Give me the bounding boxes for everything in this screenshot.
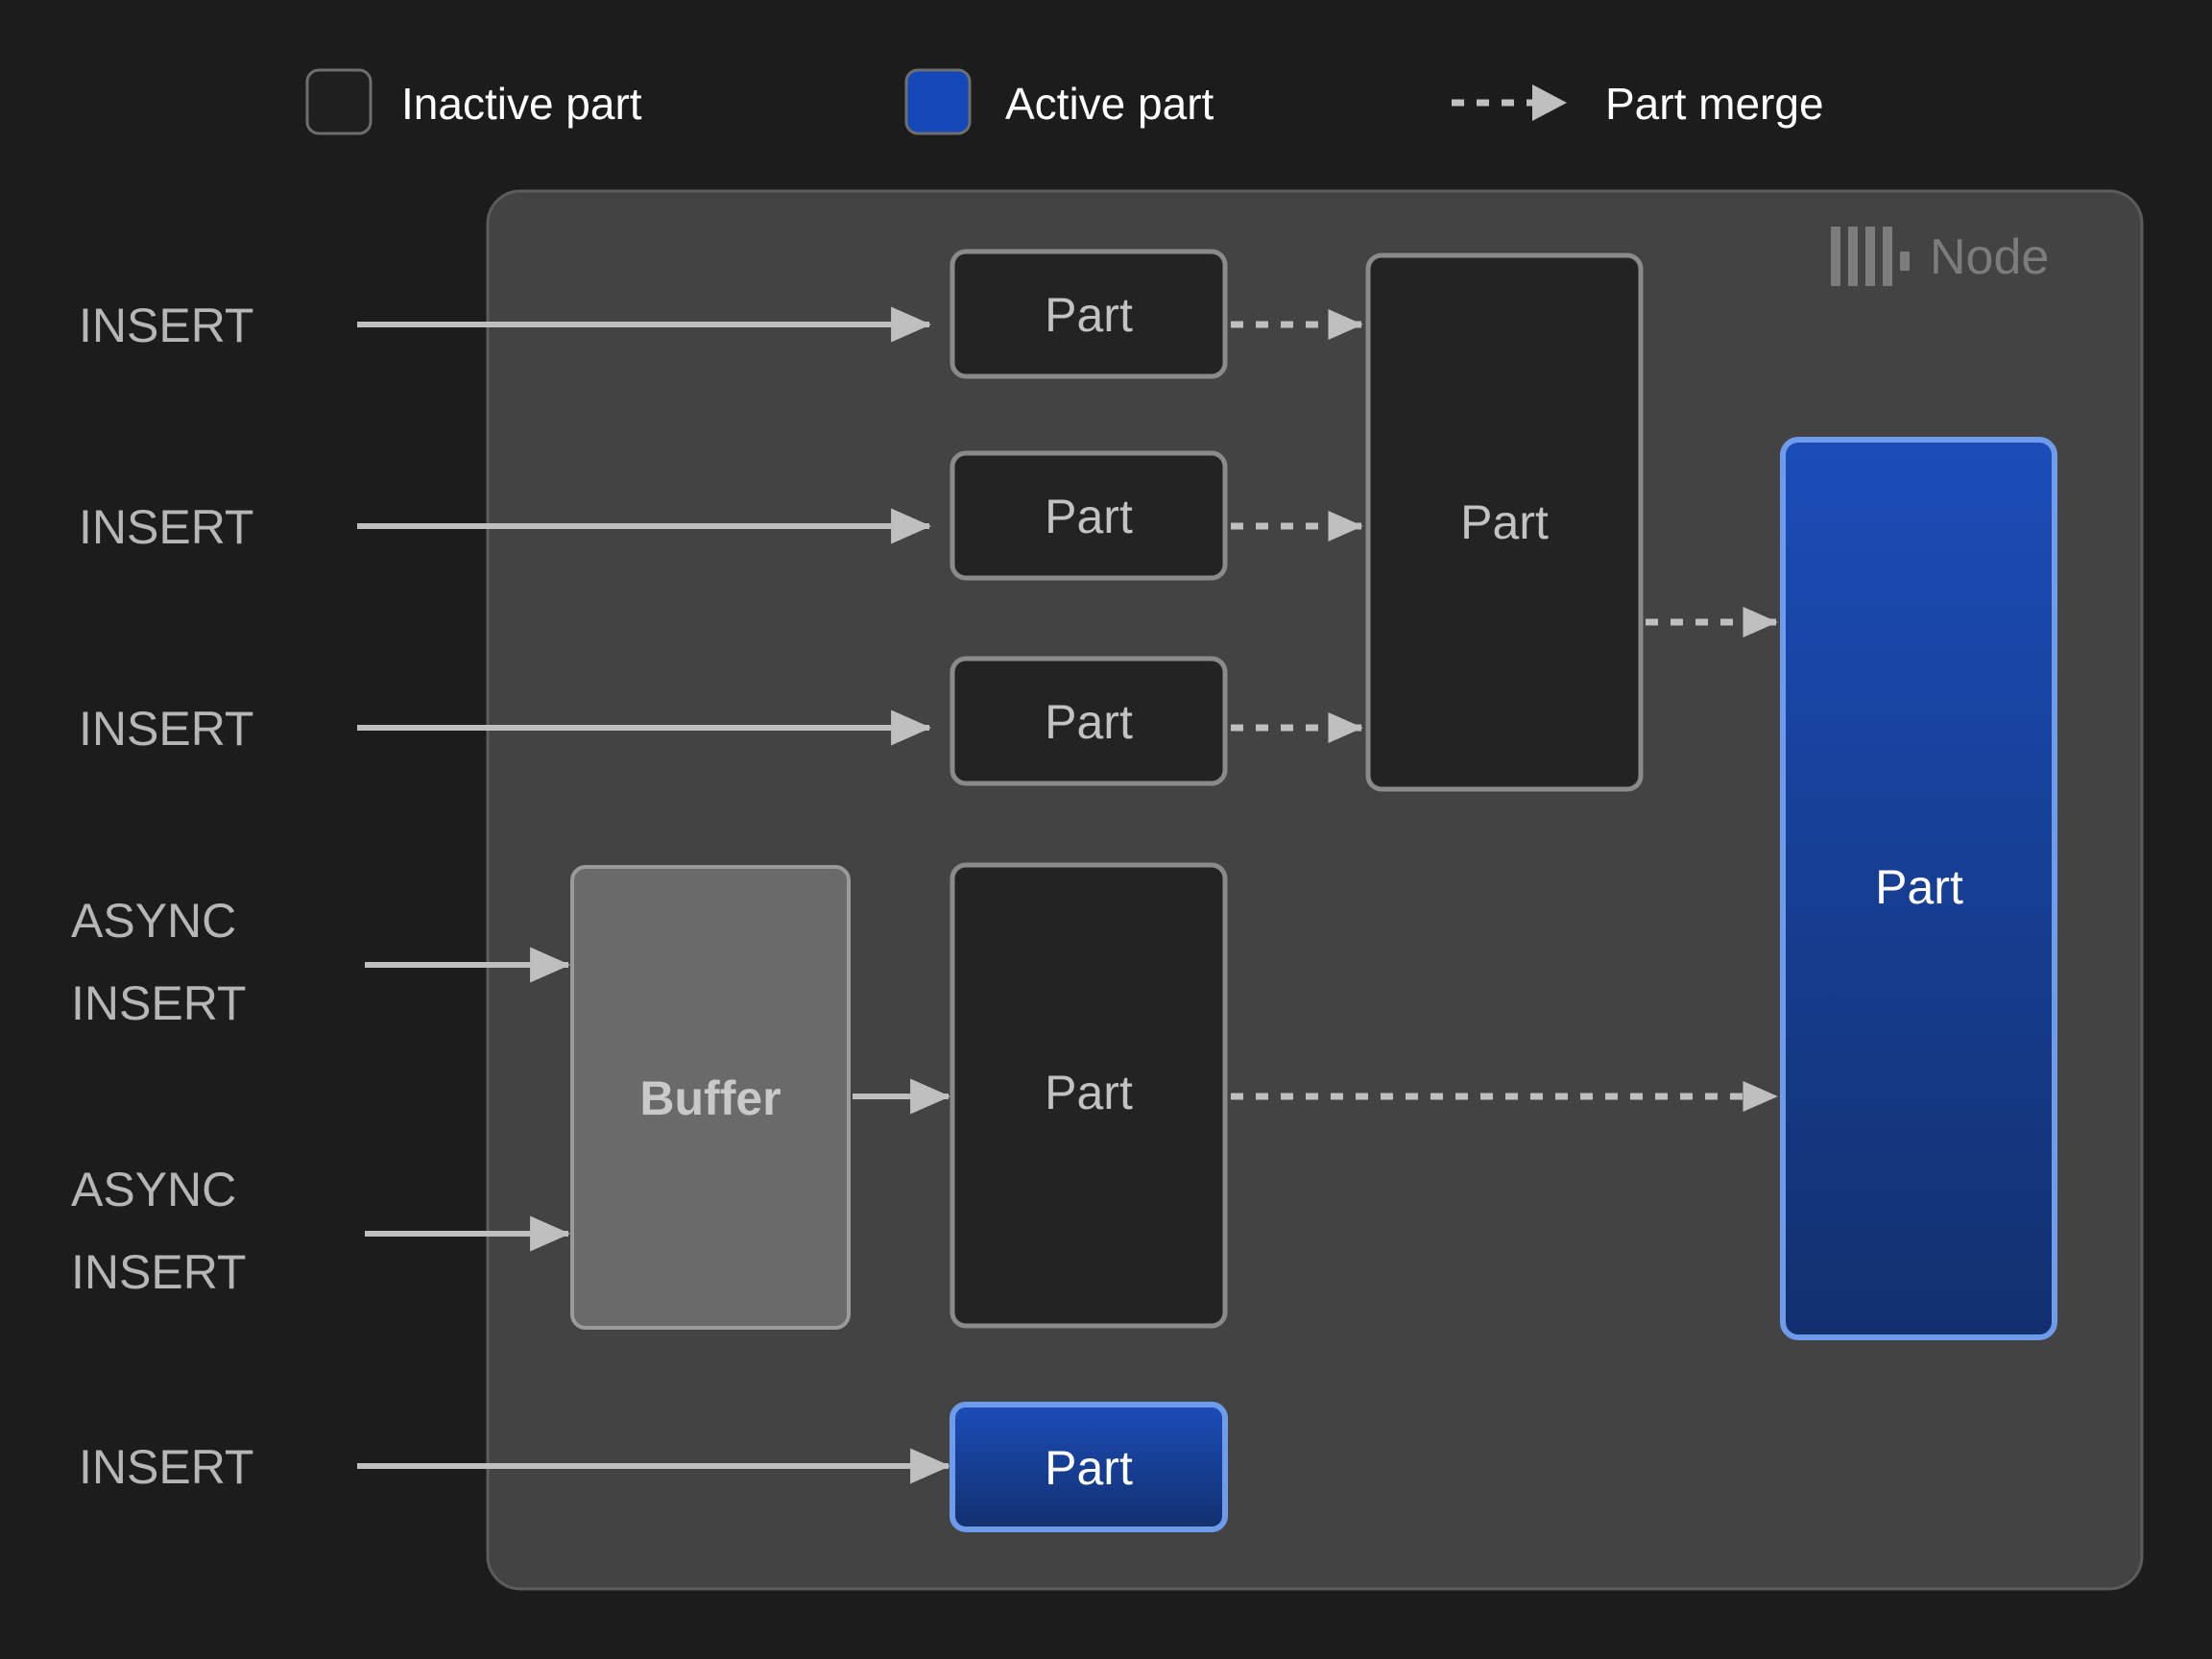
dashed-arrow-icon [1452, 84, 1567, 121]
part-box-1-label: Part [1045, 288, 1133, 342]
buffer-box-label: Buffer [639, 1071, 781, 1125]
square-filled-icon [904, 68, 972, 135]
part-box-merged-rect[interactable] [1365, 252, 1644, 792]
part-box-2-label: Part [1045, 490, 1133, 543]
input-label-insert-2: INSERT [79, 500, 253, 554]
part-box-merged-label: Part [1460, 495, 1549, 549]
node-panel-title: Node [1930, 229, 2049, 285]
input-label-async-insert-2: ASYNC INSERT [71, 1163, 246, 1299]
part-box-active-big-rect[interactable] [1780, 437, 2057, 1340]
part-box-from-buffer-label: Part [1045, 1066, 1133, 1119]
part-box-1[interactable]: Part [950, 249, 1228, 379]
part-box-2[interactable]: Part [950, 450, 1228, 581]
legend-label-inactive: Inactive part [401, 79, 642, 129]
input-labels: INSERT INSERT INSERT ASYNC INSERT ASYNC … [71, 299, 253, 1494]
input-label-async-insert-2-line1: ASYNC [71, 1163, 236, 1216]
legend: Inactive part Active part Part merge [305, 68, 1824, 135]
input-label-async-insert-2-line2: INSERT [71, 1245, 246, 1299]
part-box-3-rect[interactable] [950, 656, 1228, 786]
part-box-1-rect[interactable] [950, 249, 1228, 379]
clickhouse-logo-icon [1831, 227, 1910, 286]
input-label-insert-3: INSERT [79, 702, 253, 756]
part-box-merged[interactable]: Part [1365, 252, 1644, 792]
part-box-from-buffer-rect[interactable] [950, 862, 1228, 1329]
input-label-async-insert-1: ASYNC INSERT [71, 894, 246, 1030]
legend-label-active: Active part [1005, 79, 1214, 129]
buffer-box-rect[interactable] [570, 865, 851, 1330]
node-panel-header: Node [1831, 227, 2049, 286]
part-box-from-buffer[interactable]: Part [950, 862, 1228, 1329]
legend-item-active: Active part [904, 68, 1214, 135]
input-label-insert-4: INSERT [79, 1440, 253, 1494]
part-box-3[interactable]: Part [950, 656, 1228, 786]
part-box-active-small[interactable]: Part [950, 1402, 1228, 1532]
buffer-box[interactable]: Buffer [570, 865, 851, 1330]
part-box-active-big[interactable]: Part [1780, 437, 2057, 1340]
input-arrows [357, 306, 951, 1484]
input-label-async-insert-1-line1: ASYNC [71, 894, 236, 948]
part-box-active-small-label: Part [1045, 1441, 1133, 1495]
part-box-2-rect[interactable] [950, 450, 1228, 581]
legend-label-merge: Part merge [1605, 79, 1824, 129]
legend-item-merge: Part merge [1452, 79, 1824, 129]
merge-arrows [1231, 308, 1778, 1113]
input-label-insert-1: INSERT [79, 299, 253, 352]
square-outline-icon [305, 68, 373, 135]
legend-item-inactive: Inactive part [305, 68, 642, 135]
part-box-active-small-rect[interactable] [950, 1402, 1228, 1532]
input-label-async-insert-1-line2: INSERT [71, 976, 246, 1030]
part-box-active-big-label: Part [1875, 860, 1963, 914]
part-box-3-label: Part [1045, 695, 1133, 749]
